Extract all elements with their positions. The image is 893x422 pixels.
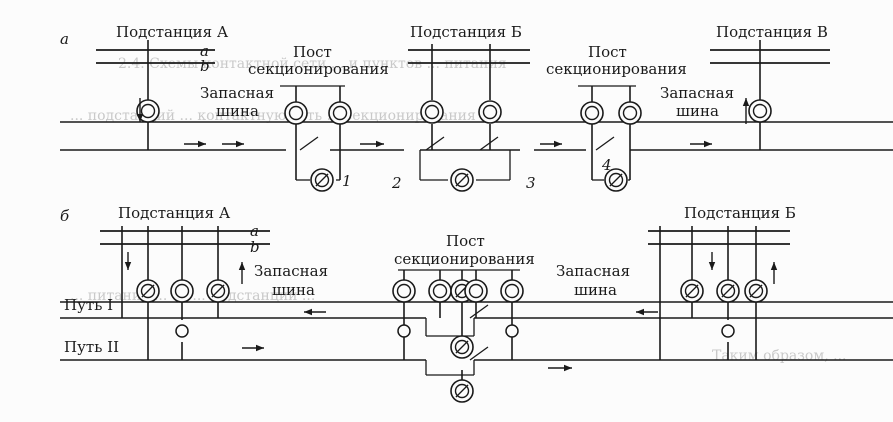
arrow-right [184, 140, 206, 148]
part-b-label: б [60, 207, 70, 225]
breaker-substation-a [136, 99, 160, 123]
substation-b-label-b: Подстанция Б [684, 204, 796, 222]
substation-b-label: Подстанция Б [410, 23, 522, 41]
background-heading: 2.4. Схемы контактной сети ... и пунктов… [118, 56, 507, 72]
substation-a-label-b: Подстанция А [118, 204, 231, 222]
breaker-substation-a-feeder-3 [206, 279, 230, 303]
busbar-a-label-b: a [250, 222, 259, 240]
spare-bus-label-line2-b: шина [574, 281, 617, 299]
post-label-line2: секционирования [248, 60, 389, 78]
breaker-post-feeder-2 [428, 279, 452, 303]
arrow-down-substation-b [708, 252, 716, 270]
breaker-post-bottom [450, 379, 474, 403]
substation-b-busbars-b [648, 230, 790, 245]
breaker-post-2-left [580, 101, 604, 125]
post-label-line1: Пост [293, 43, 332, 61]
disconnector-post-left [397, 324, 411, 338]
background-text: 2.4. Схемы контактной сети ... и пунктов… [70, 56, 846, 364]
arrow-up-substation-a-b [238, 262, 246, 284]
breaker-substation-b-right [478, 100, 502, 124]
breaker-substation-b-feeder-3 [744, 279, 768, 303]
breaker-substation-a-feeder-1 [136, 279, 160, 303]
breaker-post-2-right [618, 101, 642, 125]
switch-number-3: 3 [526, 174, 536, 192]
breaker-substation-a-feeder-2 [170, 279, 194, 303]
breaker-post-feeder-3 [464, 279, 488, 303]
arrow-left-track-1-right [636, 308, 658, 316]
arrow-right [222, 140, 244, 148]
arrow-down-substation-a-b [124, 252, 132, 270]
arrow-up-substation-v [742, 98, 750, 124]
spare-bus-label-line1: Запасная [660, 84, 734, 102]
post-label-line2-b: секционирования [394, 250, 535, 268]
spare-bus-label-line2: шина [216, 102, 259, 120]
substation-b-busbars [408, 49, 530, 64]
switch-number-2: 2 [391, 174, 402, 192]
breaker-substation-b-left [420, 100, 444, 124]
switch-number-4: 4 [601, 156, 612, 174]
breaker-post-feeder-4 [500, 279, 524, 303]
background-line: ... подстанций ... контактную сеть ... с… [70, 108, 494, 124]
breakers [136, 99, 772, 403]
breaker-post-track-tie [450, 335, 474, 359]
substation-a-label: Подстанция А [116, 23, 229, 41]
substation-a-feeders-b [121, 226, 219, 360]
breaker-post-1-bypass [310, 168, 334, 192]
post-1-wiring [280, 85, 345, 181]
spare-bus-label-line2-b: шина [272, 281, 315, 299]
arrow-right-track-2-mid [548, 364, 572, 372]
breaker-post-2-bypass [604, 168, 628, 192]
substation-v-label: Подстанция В [716, 23, 828, 41]
breaker-substation-b-feeder-2 [716, 279, 740, 303]
substation-a-busbars-b: a b [100, 222, 270, 256]
spare-bus-label-line1: Запасная [200, 84, 274, 102]
spare-bus-label-line1-b: Запасная [254, 262, 328, 280]
post-label-line2: секционирования [546, 60, 687, 78]
disconnector-post-right [505, 324, 519, 338]
disconnector-substation-b [721, 324, 735, 338]
busbar-b-label-b: b [250, 238, 260, 256]
breaker-post-b-bypass [450, 168, 474, 192]
spare-bus-label-line2: шина [676, 102, 719, 120]
part-a-label: а [60, 30, 69, 48]
substation-a-busbars: a b [96, 42, 215, 75]
breaker-substation-v [748, 99, 772, 123]
arrow-left-track-1 [304, 308, 326, 316]
switch-number-1: 1 [342, 172, 352, 190]
post-2-wiring [578, 85, 636, 181]
breaker-post-1-right [328, 101, 352, 125]
arrow-right [690, 140, 712, 148]
spare-bus-label-line1-b: Запасная [556, 262, 630, 280]
arrow-right [360, 140, 384, 148]
arrows [124, 98, 778, 372]
substation-v-busbars [710, 49, 830, 64]
post-b-wiring [419, 136, 511, 181]
breaker-post-1-left [284, 101, 308, 125]
post-label-line1: Пост [588, 43, 627, 61]
track-1-label: Путь I [64, 296, 113, 314]
background-line: Таким образом, ... [712, 348, 846, 364]
disconnector-substation-a [175, 324, 189, 338]
arrow-down-substation-a [136, 98, 144, 122]
arrow-up-substation-b [770, 262, 778, 284]
breaker-substation-b-feeder-1 [680, 279, 704, 303]
busbar-b-label: b [200, 57, 210, 75]
substation-b-feeders-b [659, 226, 757, 360]
arrow-right-track-2 [242, 344, 264, 352]
breaker-post-feeder-1 [392, 279, 416, 303]
busbar-a-label: a [200, 42, 209, 60]
track-2-label: Путь II [64, 338, 119, 356]
arrow-right [540, 140, 562, 148]
post-label-line1-b: Пост [446, 232, 485, 250]
